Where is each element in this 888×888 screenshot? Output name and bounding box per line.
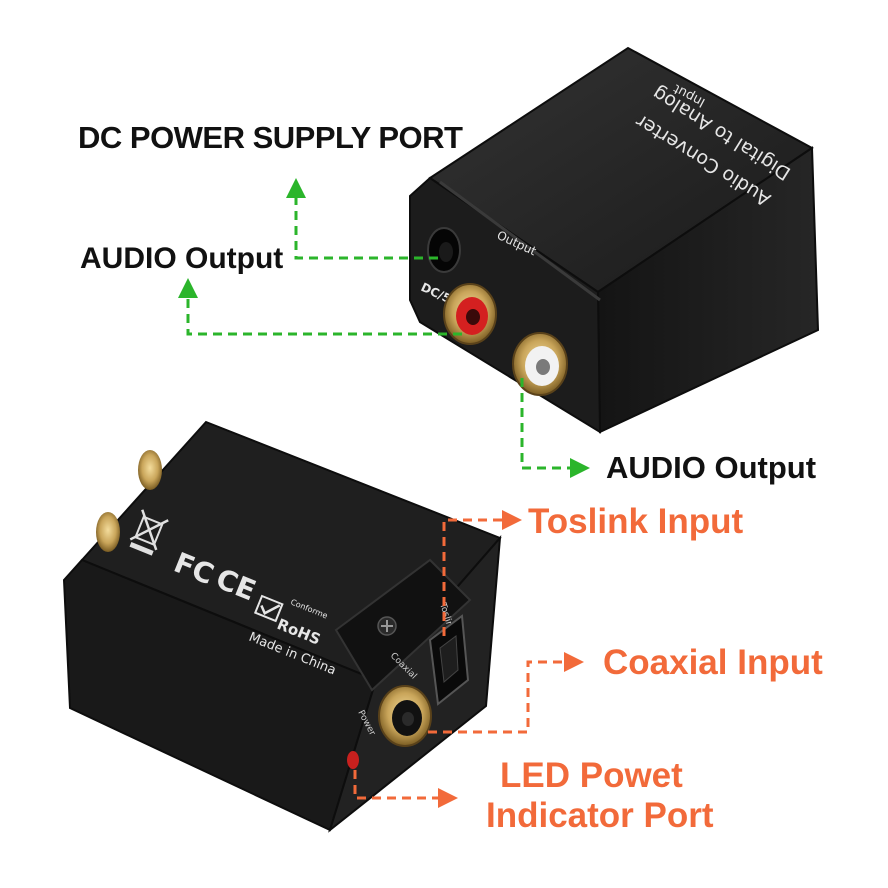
top-converter-device: Input Digital to Analog Audio Converter … [409, 46, 820, 434]
orange-arrowheads [438, 510, 584, 808]
weee-bin-icon [129, 509, 169, 556]
led-power-indicator [347, 751, 359, 769]
toslink-label: Toslink Input [528, 502, 744, 541]
green-arrowheads [178, 178, 590, 478]
toslink-port [428, 614, 470, 706]
rear-rca-jack-2 [96, 512, 120, 552]
coaxial-port [378, 685, 432, 747]
rca-output-white [512, 332, 568, 396]
rear-rca-jack-1 [138, 450, 162, 490]
arrow-icon [570, 458, 590, 478]
screw-icon [377, 616, 397, 636]
arrow-icon [286, 178, 306, 198]
coaxial-label: Coaxial Input [603, 643, 823, 682]
dc-power-label: DC POWER SUPPLY PORT [78, 120, 463, 155]
rca-output-red [443, 283, 497, 345]
green-connectors [186, 196, 572, 470]
arrow-icon [178, 278, 198, 298]
rohs-check-icon [253, 594, 284, 623]
audio-right-connector [520, 378, 572, 470]
led-label-line2: Indicator Port [486, 796, 714, 835]
orange-connectors [353, 518, 566, 800]
dc-power-jack [427, 227, 461, 273]
toslink-connector [442, 518, 504, 636]
arrow-icon [564, 652, 584, 672]
bottom-device-port-plate [334, 558, 472, 692]
audio-output-left-label: AUDIO Output [80, 242, 284, 275]
audio-left-connector [186, 296, 462, 336]
audio-output-right-label: AUDIO Output [606, 450, 817, 485]
arrow-icon [438, 788, 458, 808]
arrow-icon [502, 510, 522, 530]
dc-power-connector [294, 196, 438, 260]
coaxial-connector [428, 660, 566, 734]
bottom-converter-device: FC CE Conforme RoHS Made in China Toslin… [62, 420, 502, 833]
led-label-line1: LED Powet [500, 756, 683, 795]
